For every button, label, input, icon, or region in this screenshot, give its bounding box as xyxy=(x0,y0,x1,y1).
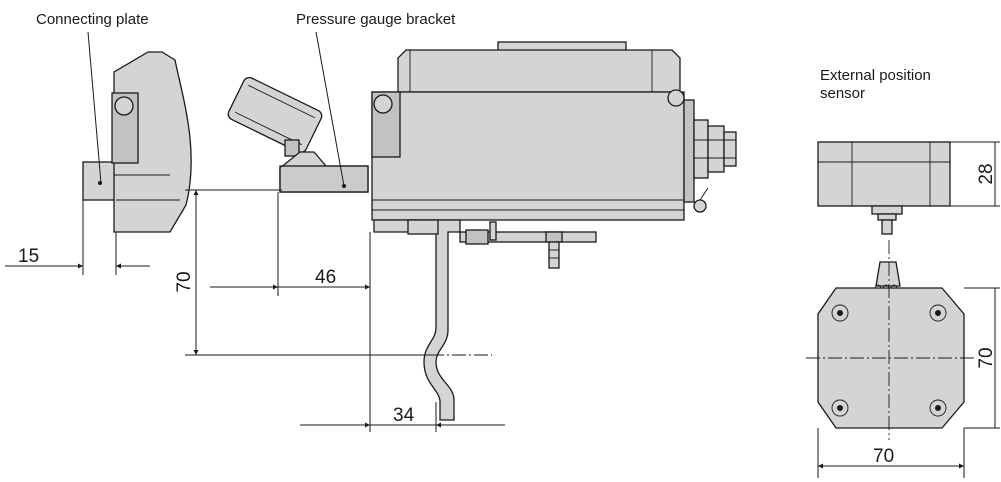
dim-sensor-height: 28 xyxy=(976,163,997,184)
sensor-coupling xyxy=(875,261,901,287)
dim-sensor-width: 70 xyxy=(873,446,894,467)
dimension-lines xyxy=(5,31,505,432)
connecting-plate-label: Connecting plate xyxy=(36,11,149,28)
pressure-gauge xyxy=(227,76,323,157)
housing-screw xyxy=(667,89,685,107)
sensor-label-line1: External position xyxy=(820,67,931,84)
housing-body xyxy=(371,91,685,221)
sensor-label-line2: sensor xyxy=(820,85,865,102)
gauge-housing xyxy=(227,76,323,154)
sensor-shaft xyxy=(881,219,893,235)
pressure-gauge-bracket-label: Pressure gauge bracket xyxy=(296,11,456,28)
sensor-top-view xyxy=(817,141,951,207)
mounting-bracket xyxy=(373,219,597,421)
lever-bolt xyxy=(548,241,560,269)
dim-sensor-length: 70 xyxy=(976,347,997,368)
plate-pivot xyxy=(114,96,134,116)
gauge-stem xyxy=(284,139,300,157)
dim-bracket-offset: 46 xyxy=(315,267,336,288)
connecting-plate-view xyxy=(82,51,192,233)
positioner-housing xyxy=(371,41,737,221)
cable-gland xyxy=(693,119,709,179)
dim-plate-thickness: 15 xyxy=(18,246,39,267)
housing-cover xyxy=(397,49,681,93)
external-position-sensor xyxy=(806,141,1000,478)
l-bracket xyxy=(373,219,461,421)
lever-nut xyxy=(465,229,489,245)
lever-arm xyxy=(459,231,597,243)
dim-foot-offset: 34 xyxy=(393,405,415,426)
dim-height: 70 xyxy=(174,271,195,292)
